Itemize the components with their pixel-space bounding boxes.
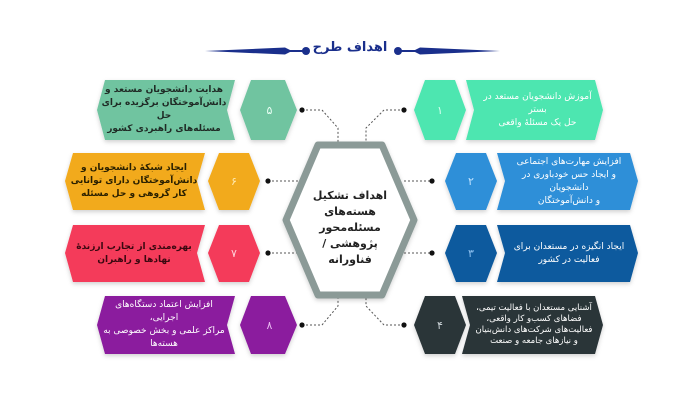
goal-7-line-2: نهادها و راهبران [97,254,171,265]
goal-6-line-1: ایجاد شبکهٔ دانشجویان و [81,163,187,173]
goal-3-text: ایجاد انگیزه در مستعدان برای فعالیت در ک… [505,225,633,282]
connector-dots [265,107,435,328]
goal-5-line-2: دانش‌آموختگان برگزیده برای حل [101,98,227,121]
goal-5-line-3: مسئله‌های راهبردی کشور [107,124,221,134]
goal-6-number: ۶ [231,175,237,188]
goal-8-text: افزایش اعتماد دستگاه‌های اجرایی، مراکز ع… [100,296,228,354]
goal-8-shapes [97,296,297,354]
goal-3-line-1: ایجاد انگیزه در مستعدان برای [513,241,625,252]
goal-2-number: ۲ [468,175,474,188]
goal-4-line-2: فضاهای کسب‌و کار واقعی، [486,314,582,324]
goal-4-text: آشنایی مستعدان با فعالیت تیمی، فضاهای کس… [470,296,598,354]
goal-7-text: بهره‌مندی از تجارب ارزندهٔ نهادها و راهب… [70,225,198,282]
goal-7-shapes [65,225,260,282]
goal-7-line-1: بهره‌مندی از تجارب ارزندهٔ [76,241,192,252]
goal-2-shapes [445,153,638,210]
goal-1-text: آموزش دانشجویان مستعد در بستر حل یک مسئل… [475,80,600,140]
goal-5-text: هدایت دانشجویان مستعد و دانش‌آموختگان بر… [100,80,228,140]
title-divider-right [394,47,500,55]
goal-5-number: ۵ [266,103,273,117]
connector-lines [268,109,432,326]
goal-3-shapes [445,225,638,282]
center-line-2: هسته‌های مسئله‌محور [319,205,381,234]
goal-1-line-2: حل یک مسئلهٔ واقعی [498,117,577,128]
goal-2-text: افزایش مهارت‌های اجتماعی و ایجاد حس خودب… [505,153,633,210]
title-divider-left [205,47,310,55]
center-line-1: اهداف تشکیل [312,189,388,202]
goal-3-line-2: فعالیت در کشور [538,254,600,265]
goal-4-line-1: آشنایی مستعدان با فعالیت تیمی، [476,303,592,313]
goal-6-line-2: دانش‌آموختگان دارای توانایی [70,176,198,186]
goal-8-line-2: مراکز علمی و بخش خصوصی به [103,326,225,336]
goal-5-shapes [97,80,297,140]
goal-4-shapes [414,296,603,354]
goal-8-number: ۸ [266,318,273,332]
goal-2-line-1: افزایش مهارت‌های اجتماعی [516,156,622,167]
goal-6-shapes [65,153,260,210]
center-hexagon [282,141,418,299]
goal-7-number: ۷ [231,247,237,260]
goal-4-number: ۴ [437,318,443,332]
goal-6-text: ایجاد شبکهٔ دانشجویان و دانش‌آموختگان دا… [70,153,198,210]
goal-6-line-3: کار گروهی و حل مسئله [81,189,187,199]
goal-2-line-2: و ایجاد حس خودباوری در دانشجویان [522,169,616,193]
goal-8-line-1: افزایش اعتماد دستگاه‌های اجرایی، [115,300,213,323]
goal-5-line-1: هدایت دانشجویان مستعد و [105,85,223,95]
goal-8-line-3: هسته‌ها [150,339,178,349]
goal-4-line-4: و نیازهای جامعه و صنعت [490,336,578,346]
center-line-3: پژوهشی / فناورانه [322,237,378,266]
goal-4-line-3: فعالیت‌های شرکت‌های دانش‌بنیان [475,325,593,335]
goal-1-number: ۱ [437,103,443,117]
goal-1-shapes [414,80,603,140]
goal-1-line-1: آموزش دانشجویان مستعد در بستر [483,91,592,115]
center-label: اهداف تشکیل هسته‌های مسئله‌محور پژوهشی /… [300,188,400,268]
goal-3-number: ۳ [468,247,474,260]
goal-2-line-3: و دانش‌آموختگان [537,195,601,206]
diagram-title: اهداف طرح [312,40,388,55]
